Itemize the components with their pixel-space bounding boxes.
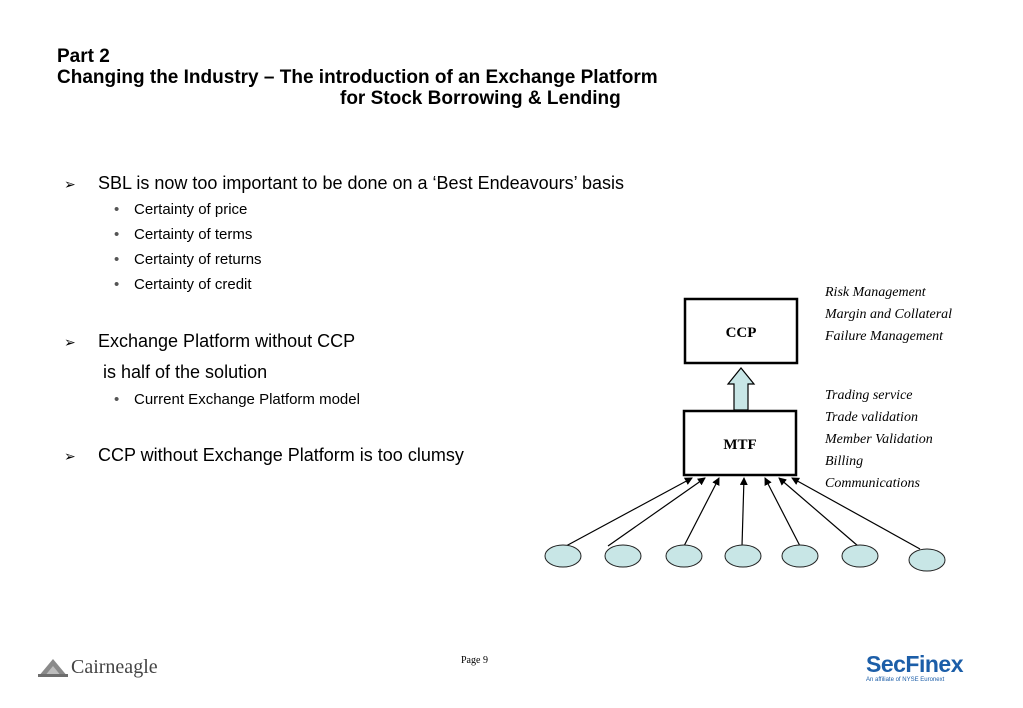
- title-subheading: for Stock Borrowing & Lending: [340, 88, 621, 109]
- title-heading: Changing the Industry – The introduction…: [57, 67, 658, 88]
- mtf-label: MTF: [723, 437, 756, 453]
- connector-arrow: [565, 477, 693, 547]
- ccp-label: CCP: [726, 325, 757, 341]
- slide-title: Part 2 Changing the Industry – The intro…: [57, 46, 658, 109]
- bullet-ccp: ➢ CCP without Exchange Platform is too cl…: [64, 445, 464, 466]
- sub-bullet: • Certainty of price: [114, 201, 247, 218]
- member-node: [781, 544, 819, 568]
- connector-arrow: [739, 477, 748, 547]
- note-line: Failure Management: [825, 329, 944, 344]
- up-arrow-icon: [726, 367, 756, 411]
- mtf-box: [682, 409, 798, 477]
- member-node: [544, 544, 582, 568]
- member-node: [841, 544, 879, 568]
- bullet-dot-icon: •: [114, 391, 120, 408]
- bullet-text: Exchange Platform without CCP: [98, 331, 356, 351]
- bullet-continuation: is half of the solution: [103, 362, 268, 382]
- bullet-dot-icon: •: [114, 276, 120, 293]
- member-node: [724, 544, 762, 568]
- bullet-sbl: ➢ SBL is now too important to be done on …: [64, 173, 624, 194]
- sub-bullet: • Current Exchange Platform model: [114, 391, 360, 408]
- connector-arrow: [607, 477, 706, 547]
- sub-bullet-text: Certainty of terms: [134, 226, 253, 243]
- page-number: Page 9: [461, 655, 488, 666]
- bullet-arrow-icon: ➢: [64, 176, 76, 192]
- ccp-notes: Risk Management Margin and Collateral Fa…: [825, 282, 952, 348]
- connector-arrow: [683, 477, 720, 547]
- bullet-arrow-icon: ➢: [64, 334, 76, 350]
- sub-bullet-text: Current Exchange Platform model: [134, 391, 360, 408]
- sub-bullet: • Certainty of returns: [114, 251, 262, 268]
- cairneagle-logo: Cairneagle: [38, 656, 158, 679]
- note-line: Member Validation: [825, 432, 933, 447]
- bullet-text: CCP without Exchange Platform is too clu…: [98, 445, 464, 465]
- bullet-arrow-icon: ➢: [64, 448, 76, 464]
- bullet-dot-icon: •: [114, 251, 120, 268]
- ccp-box: [683, 297, 799, 365]
- sub-bullet-text: Certainty of price: [134, 201, 248, 218]
- note-line: Billing: [825, 454, 864, 469]
- title-part: Part 2: [57, 46, 110, 67]
- cairneagle-wordmark: Cairneagle: [71, 656, 158, 678]
- sub-bullet-text: Certainty of returns: [134, 251, 262, 268]
- connector-arrow: [764, 477, 801, 547]
- secfinex-logo: SecFinex An affiliate of NYSE Euronext: [866, 651, 964, 683]
- mountain-icon: [38, 658, 68, 677]
- bullet-dot-icon: •: [114, 201, 120, 218]
- connector-arrow: [778, 477, 859, 547]
- secfinex-wordmark: SecFinex: [866, 651, 964, 677]
- member-nodes: [544, 544, 946, 572]
- note-line: Trading service: [825, 388, 913, 403]
- note-line: Communications: [825, 476, 920, 491]
- member-node: [665, 544, 703, 568]
- bullet-dot-icon: •: [114, 226, 120, 243]
- note-line: Risk Management: [825, 285, 926, 300]
- affiliate-text: An affiliate of NYSE Euronext: [866, 677, 945, 683]
- member-node: [908, 548, 946, 572]
- member-connectors: [565, 477, 921, 550]
- mtf-notes: Trading service Trade validation Member …: [825, 385, 933, 495]
- sub-bullet: • Certainty of terms: [114, 226, 252, 243]
- connector-arrow: [791, 477, 921, 550]
- bullet-text: SBL is now too important to be done on a…: [98, 173, 624, 193]
- note-line: Trade validation: [825, 410, 918, 425]
- member-node: [604, 544, 642, 568]
- note-line: Margin and Collateral: [825, 307, 953, 322]
- bullet-exchange-platform: ➢ Exchange Platform without CCP: [64, 331, 355, 352]
- sub-bullet-text: Certainty of credit: [134, 276, 252, 293]
- sub-bullet: • Certainty of credit: [114, 276, 252, 293]
